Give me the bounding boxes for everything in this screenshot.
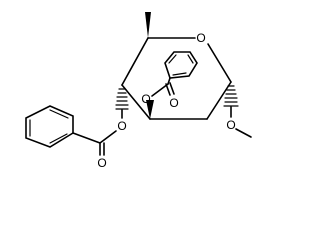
bond-c3-c4 <box>121 84 151 120</box>
hashed-bond-c4-ester <box>115 88 129 110</box>
wedge-bond-c3-ester <box>146 100 154 119</box>
bond-ester-o-carbonyl-lower <box>99 130 117 144</box>
upper-phenyl-ring <box>164 51 198 79</box>
bond-methoxy-methyl <box>235 128 252 138</box>
lower-carbonyl-oxygen-label: O <box>97 156 106 170</box>
hashed-bond-methoxy <box>223 85 239 107</box>
upper-carbonyl-oxygen-label: O <box>169 96 178 110</box>
bond-ring-o-c1 <box>207 43 232 83</box>
bond-carbonyl-upper-single <box>165 83 171 96</box>
bond-ester-o-carbonyl-upper <box>151 83 169 97</box>
bond-carbonyl-upper-phenyl <box>167 77 171 85</box>
ring-oxygen-label: O <box>196 31 205 45</box>
bond-c4-c5 <box>121 37 149 86</box>
bond-carbonyl-upper-double <box>169 82 175 95</box>
lower-ester-oxygen-label: O <box>117 119 126 133</box>
methoxy-oxygen-label: O <box>226 118 235 132</box>
lower-phenyl-ring <box>25 105 74 148</box>
upper-ester-oxygen-label: O <box>141 92 150 106</box>
bond-c1-c2 <box>206 81 232 120</box>
bond-carbonyl-lower-phenyl <box>72 132 101 144</box>
pyranose-ring <box>121 37 232 120</box>
chemical-structure: O O O O O O <box>25 12 252 170</box>
wedge-bond-methyl <box>145 12 151 38</box>
